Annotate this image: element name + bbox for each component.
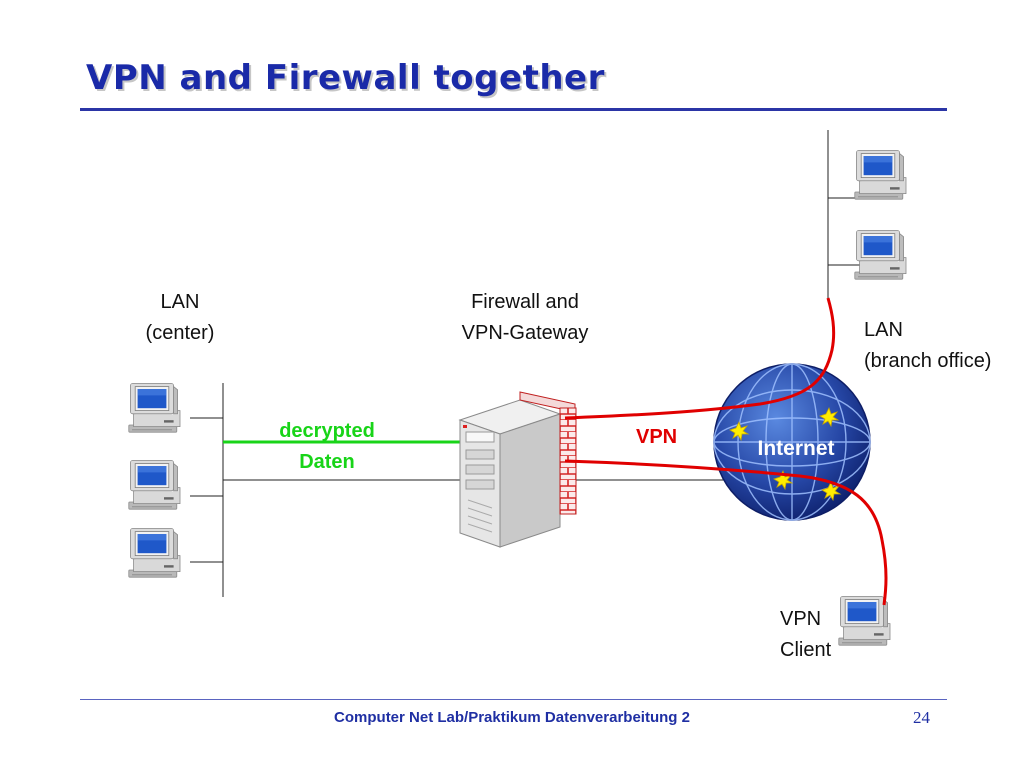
firewall-gateway-label-line2: VPN-Gateway: [461, 322, 589, 344]
internet-label: Internet: [757, 437, 834, 460]
workstation-icon: [128, 528, 181, 578]
lan-center-label: LAN (center): [130, 287, 230, 349]
firewall-gateway-label-line1: Firewall and: [471, 291, 579, 313]
decrypted-label-line2: Daten: [299, 451, 355, 473]
page-number: 24: [913, 708, 930, 727]
title-divider: [80, 108, 947, 111]
vpn-tunnel-client: [564, 459, 888, 606]
vpn-tunnel-branch: [564, 297, 836, 420]
vpn-client-label: VPN Client: [780, 604, 850, 666]
slide-title: VPN and Firewall together: [86, 58, 605, 98]
vpn-tunnel-label: VPN: [636, 426, 678, 448]
workstation-icon: [854, 229, 907, 280]
workstation-icon: [128, 382, 181, 433]
server-tower-icon: [458, 399, 562, 548]
footer-text: Computer Net Lab/Praktikum Datenverarbei…: [334, 709, 690, 726]
lan-center-label-line1: LAN: [160, 291, 200, 313]
vpn-client-label-line2: Client: [780, 639, 832, 661]
lan-branch-label: LAN (branch office): [864, 315, 1014, 377]
vpn-client-label-line1: VPN: [780, 608, 822, 630]
lan-branch-label-line1: LAN: [864, 319, 903, 341]
workstation-icon: [854, 149, 907, 200]
lan-center-label-line2: (center): [145, 322, 215, 344]
workstation-icon: [128, 459, 181, 510]
decrypted-label-line1: decrypted: [279, 420, 375, 442]
lan-branch-label-line2: (branch office): [864, 350, 992, 372]
footer-divider: [80, 699, 947, 700]
globe-icon: Internet: [713, 363, 871, 521]
decrypted-data-label: decrypted Daten: [262, 416, 392, 478]
firewall-gateway-label: Firewall and VPN-Gateway: [440, 287, 610, 349]
